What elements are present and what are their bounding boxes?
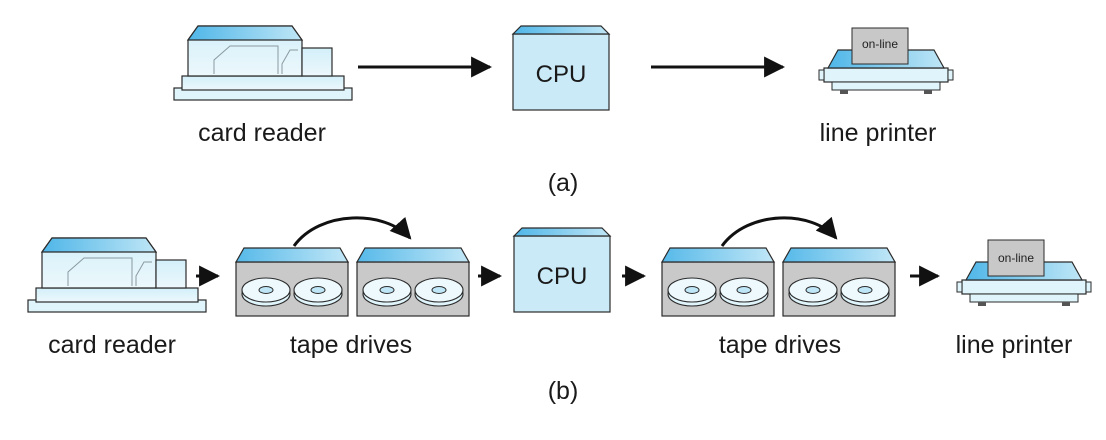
caption-tape-drives-input: tape drives <box>290 331 412 359</box>
cpu-label: CPU <box>537 263 588 290</box>
tape-drive-icon <box>235 247 349 317</box>
tape-drive-icon <box>661 247 775 317</box>
printer-paper <box>851 27 909 65</box>
tape-drive-icon <box>782 247 896 317</box>
caption-card-reader: card reader <box>198 119 326 147</box>
line-printer-icon: on-line <box>956 239 1092 307</box>
tape-drive-icon <box>356 247 470 317</box>
caption-line-printer: line printer <box>820 119 937 147</box>
cpu-label: CPU <box>536 61 587 88</box>
panel-b: CPU on-line card reader tape drives tape… <box>27 216 1092 405</box>
cpu-box-icon: CPU <box>513 227 611 313</box>
printer-paper <box>987 239 1045 277</box>
tape-drives-input <box>235 216 470 317</box>
caption-card-reader: card reader <box>48 331 176 359</box>
online-label: on-line <box>998 251 1034 265</box>
caption-tape-drives-output: tape drives <box>719 331 841 359</box>
tape-drives-output <box>661 216 896 317</box>
card-reader-icon <box>27 237 207 313</box>
tape-transfer-arrow <box>292 216 412 247</box>
online-label: on-line <box>862 37 898 51</box>
card-reader-icon <box>173 25 353 101</box>
panel-label-a: (a) <box>548 169 579 197</box>
caption-line-printer: line printer <box>956 331 1073 359</box>
line-printer-icon: on-line <box>818 27 954 95</box>
cpu-box-icon: CPU <box>512 25 610 111</box>
tape-transfer-arrow <box>720 216 838 247</box>
panel-label-b: (b) <box>548 377 579 405</box>
panel-a: CPU on-line card reader line printer (a) <box>173 25 954 197</box>
